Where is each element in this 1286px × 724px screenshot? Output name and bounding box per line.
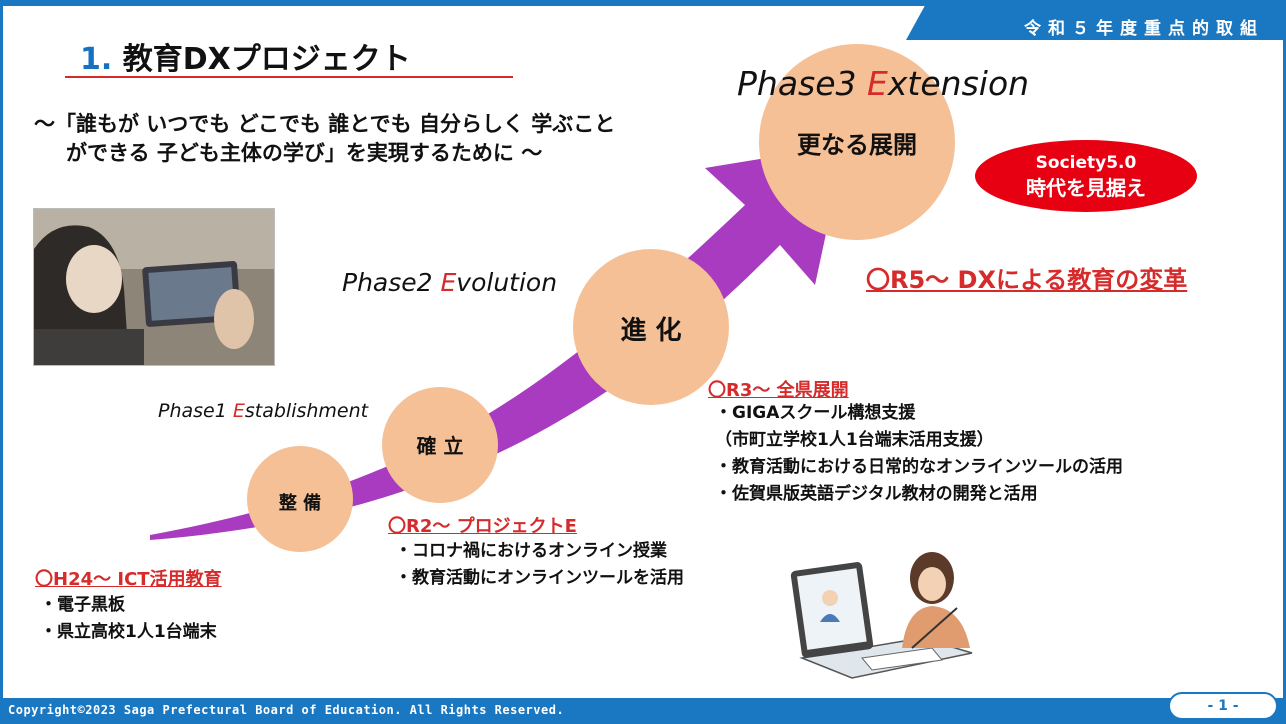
list-item: ・教育活動における日常的なオンラインツールの活用	[715, 457, 1123, 477]
list-item: ・県立高校1人1台端末	[40, 622, 217, 642]
priority-tag-shape	[906, 0, 1286, 40]
list-item: ・GIGAスクール構想支援	[715, 403, 916, 423]
list-item: ・コロナ禍におけるオンライン授業	[395, 541, 667, 561]
title-underline	[65, 76, 513, 78]
badge-line-2: 時代を見据え	[1026, 176, 1146, 200]
list-item: ・教育活動にオンラインツールを活用	[395, 568, 684, 588]
tablet-learning-illustration	[782, 548, 982, 688]
priority-tag: 令和５年度重点的取組	[906, 0, 1286, 40]
circle-label-kakuritsu: 確 立	[416, 434, 464, 458]
badge-line-1: Society5.0	[1035, 153, 1137, 173]
classroom-photo	[33, 208, 275, 366]
h24-list: ・電子黒板 ・県立高校1人1台端末	[40, 592, 217, 646]
phase3-label: Phase3 Extension	[737, 64, 1030, 103]
r2-heading: 〇R2～ プロジェクトE	[388, 516, 577, 537]
h24-heading: 〇H24～ ICT活用教育	[35, 569, 222, 590]
phase1-label: Phase1 Establishment	[158, 400, 369, 422]
r3-heading: 〇R3～ 全県展開	[708, 380, 849, 401]
classroom-photo-illustration	[34, 209, 274, 365]
circle-seibi	[247, 446, 353, 552]
r2-list: ・コロナ禍におけるオンライン授業 ・教育活動にオンラインツールを活用	[395, 538, 684, 592]
copyright-text: Copyright©2023 Saga Prefectural Board of…	[8, 703, 565, 717]
circle-label-shinka: 進 化	[620, 316, 682, 346]
list-item: ・電子黒板	[40, 595, 125, 615]
title-text: 教育DXプロジェクト	[122, 42, 411, 77]
circle-label-seibi: 整 備	[278, 493, 322, 514]
subtitle-line-2: ができる 子ども主体の学び」を実現するために ～	[66, 141, 543, 165]
circle-kakuritsu	[382, 387, 498, 503]
top-bar	[0, 0, 1286, 6]
circle-shinka	[573, 249, 729, 405]
title-number: 1.	[80, 42, 113, 77]
page-number: - 1 -	[1168, 692, 1278, 720]
r5-heading: 〇R5～ DXによる教育の変革	[866, 266, 1188, 294]
society-badge: Society5.0 時代を見据え	[975, 140, 1197, 212]
phase2-label: Phase2 Evolution	[342, 268, 558, 297]
circle-label-tenkai: 更なる展開	[797, 131, 917, 159]
priority-tag-text: 令和５年度重点的取組	[1024, 19, 1264, 39]
subtitle-line-1: ～「誰もが いつでも どこでも 誰とでも 自分らしく 学ぶこと	[34, 112, 616, 136]
tablet-learning-drawing	[790, 552, 973, 679]
list-item: ・佐賀県版英語デジタル教材の開発と活用	[715, 484, 1038, 504]
subtitle: ～「誰もが いつでも どこでも 誰とでも 自分らしく 学ぶこと ができる 子ども…	[34, 110, 615, 168]
footer: Copyright©2023 Saga Prefectural Board of…	[0, 692, 1286, 724]
circle-tenkai	[759, 44, 955, 240]
r3-list: ・GIGAスクール構想支援 （市町立学校1人1台端末活用支援） ・教育活動におけ…	[715, 400, 1123, 508]
list-item: （市町立学校1人1台端末活用支援）	[715, 430, 994, 450]
page-title: 1. 教育DXプロジェクト	[80, 34, 411, 78]
